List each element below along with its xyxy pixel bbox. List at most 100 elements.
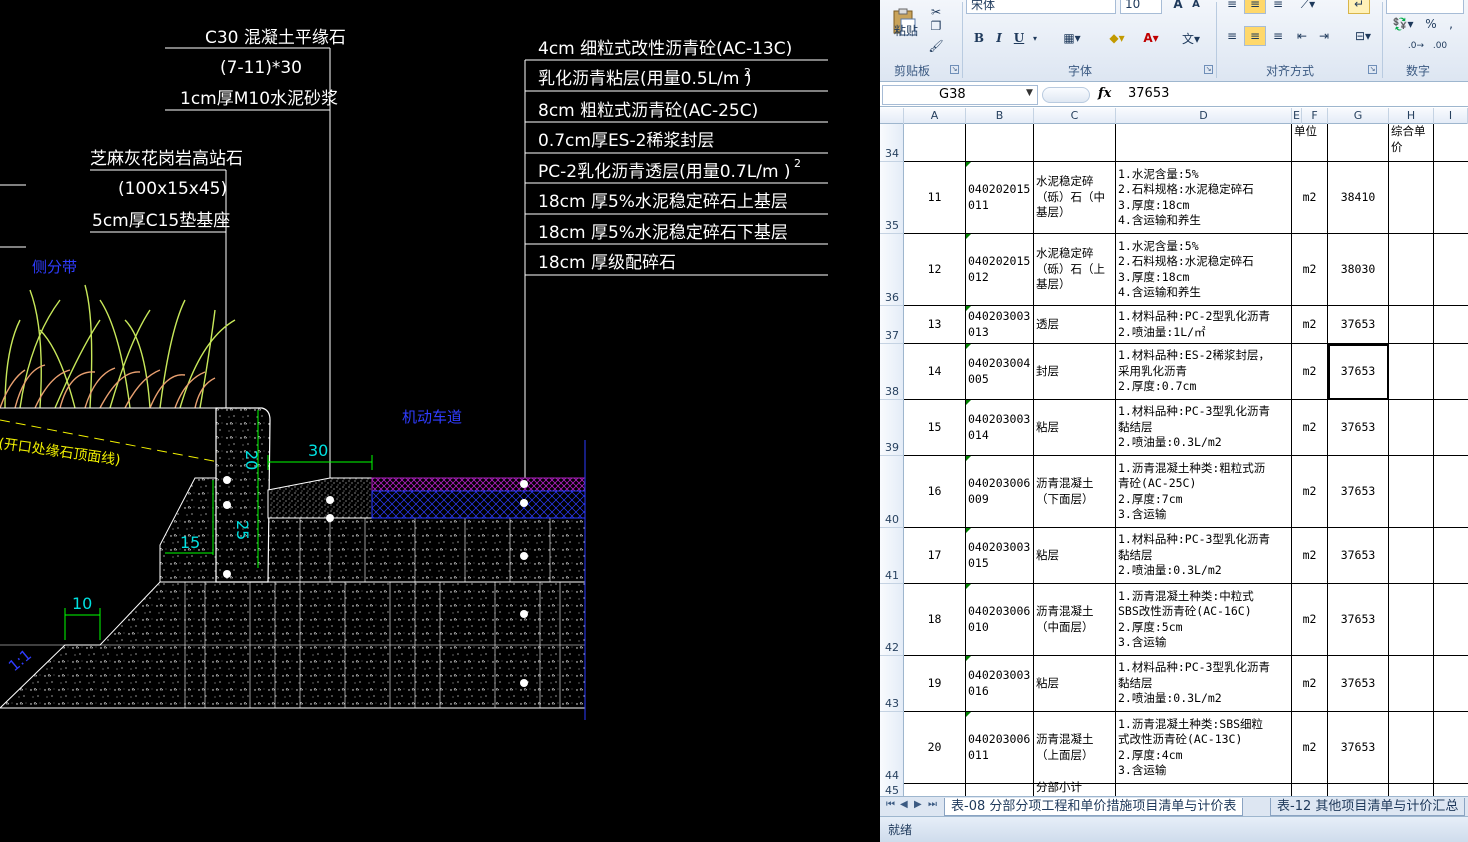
cell[interactable] <box>1389 234 1434 306</box>
cell-g[interactable]: 37653 <box>1328 400 1389 456</box>
cell-c[interactable]: 沥青混凝土 （中面层） <box>1034 584 1116 656</box>
cell-g[interactable]: 37653 <box>1328 456 1389 528</box>
cell-d[interactable]: 1.水泥含量:5% 2.石料规格:水泥稳定碎石 3.厚度:18cm 4.含运输和… <box>1116 162 1292 234</box>
cut-icon[interactable]: ✂ <box>930 5 942 19</box>
cell[interactable] <box>1389 528 1434 584</box>
row-header[interactable]: 44 <box>880 712 904 784</box>
cell-b[interactable]: 040203006 009 <box>966 456 1034 528</box>
cell-b[interactable]: 040203004 005 <box>966 344 1034 400</box>
cell-b[interactable]: 040203006 011 <box>966 712 1034 784</box>
row-header[interactable]: 39 <box>880 400 904 456</box>
cell-e[interactable]: m2 <box>1292 162 1328 234</box>
cell[interactable] <box>1389 306 1434 344</box>
cell[interactable] <box>1328 124 1389 162</box>
cell-c[interactable]: 封层 <box>1034 344 1116 400</box>
cell-b[interactable]: 040203003 016 <box>966 656 1034 712</box>
underline-button[interactable]: U <box>1013 31 1025 45</box>
underline-dropdown-icon[interactable]: ▾ <box>1032 33 1037 43</box>
decrease-indent-icon[interactable]: ⇤ <box>1296 29 1308 43</box>
row-header[interactable]: 35 <box>880 162 904 234</box>
cell-e[interactable]: m2 <box>1292 234 1328 306</box>
first-sheet-icon[interactable]: ⏮ <box>886 799 895 810</box>
row-header[interactable]: 34 <box>880 124 904 162</box>
last-sheet-icon[interactable]: ⏭ <box>928 799 937 810</box>
font-launcher-icon[interactable]: ↘ <box>1204 65 1213 74</box>
cell[interactable] <box>1389 712 1434 784</box>
formula-input[interactable]: 37653 <box>1128 86 1170 101</box>
shrink-font-icon[interactable]: A <box>1192 0 1200 10</box>
row-header[interactable]: 37 <box>880 306 904 344</box>
cell[interactable] <box>1389 456 1434 528</box>
cell-e[interactable]: m2 <box>1292 306 1328 344</box>
cell-e[interactable]: m2 <box>1292 344 1328 400</box>
row-header[interactable]: 42 <box>880 584 904 656</box>
cell[interactable] <box>1389 162 1434 234</box>
cell-a[interactable]: 16 <box>904 456 966 528</box>
align-center-icon[interactable]: ≡ <box>1244 26 1266 46</box>
cell-e[interactable]: m2 <box>1292 400 1328 456</box>
cell-g[interactable]: 37653 <box>1328 584 1389 656</box>
cell-g[interactable]: 38030 <box>1328 234 1389 306</box>
currency-icon[interactable]: 💱▾ <box>1392 17 1414 31</box>
number-format-select[interactable] <box>1386 0 1464 14</box>
font-size-select[interactable]: 10 <box>1120 0 1162 14</box>
fill-color-icon[interactable]: ◆▾ <box>1109 31 1125 45</box>
cell[interactable] <box>1434 779 1468 796</box>
cell-c[interactable]: 粘层 <box>1034 656 1116 712</box>
align-right-icon[interactable]: ≡ <box>1272 29 1284 43</box>
cell[interactable] <box>904 779 966 796</box>
align-middle-icon[interactable]: ≡ <box>1244 0 1266 14</box>
merge-center-icon[interactable]: ⊟▾ <box>1354 29 1372 43</box>
cell-e[interactable]: m2 <box>1292 656 1328 712</box>
cell[interactable] <box>1328 779 1389 796</box>
cell-a[interactable]: 11 <box>904 162 966 234</box>
cad-drawing-canvas[interactable]: C30 混凝土平缘石 (7-11)*30 1cm厚M10水泥砂浆 芝麻灰花岗岩高… <box>0 0 880 842</box>
cell[interactable] <box>1434 344 1468 400</box>
cell-g[interactable]: 37653 <box>1328 712 1389 784</box>
cell-b[interactable]: 040203003 015 <box>966 528 1034 584</box>
subtotal-cell[interactable]: 分部小计 <box>1034 779 1116 796</box>
paste-icon[interactable] <box>884 4 924 40</box>
column-header-b[interactable]: B <box>966 108 1034 124</box>
unit-header-cell[interactable]: 单位 <box>1292 124 1328 162</box>
name-box-dropdown-icon[interactable]: ▼ <box>1026 88 1033 98</box>
select-all-corner[interactable] <box>880 108 904 124</box>
cell[interactable] <box>1389 779 1434 796</box>
cell-d[interactable]: 1.材料品种:PC-3型乳化沥青 黏结层 2.喷油量:0.3L/m2 <box>1116 528 1292 584</box>
column-header-f[interactable]: F <box>1302 108 1328 124</box>
row-header[interactable]: 43 <box>880 656 904 712</box>
font-color-icon[interactable]: A▾ <box>1143 31 1159 45</box>
row-header[interactable]: 38 <box>880 344 904 400</box>
sheet-tab[interactable]: 表-12 其他项目清单与计价汇总 <box>1270 798 1466 816</box>
cell[interactable] <box>1434 584 1468 656</box>
cell-e[interactable]: m2 <box>1292 712 1328 784</box>
increase-indent-icon[interactable]: ⇥ <box>1318 29 1330 43</box>
wrap-text-icon[interactable]: ↵ <box>1348 0 1370 14</box>
cell-a[interactable]: 12 <box>904 234 966 306</box>
column-header-d[interactable]: D <box>1116 108 1292 124</box>
borders-icon[interactable]: ▦▾ <box>1063 31 1081 45</box>
cell-a[interactable]: 20 <box>904 712 966 784</box>
cell[interactable] <box>1389 584 1434 656</box>
sheet-tab-active[interactable]: 表-08 分部分项工程和单价措施项目清单与计价表 <box>944 798 1244 816</box>
font-name-select[interactable]: 宋体 <box>966 0 1116 14</box>
cell-c[interactable]: 沥青混凝土 （下面层） <box>1034 456 1116 528</box>
alignment-launcher-icon[interactable]: ↘ <box>1368 65 1377 74</box>
cell[interactable] <box>1434 162 1468 234</box>
decrease-decimal-icon[interactable]: .00 <box>1432 41 1448 51</box>
clipboard-launcher-icon[interactable]: ↘ <box>950 65 959 74</box>
column-header-a[interactable]: A <box>904 108 966 124</box>
row-header[interactable]: 40 <box>880 456 904 528</box>
align-left-icon[interactable]: ≡ <box>1226 29 1238 43</box>
cell-d[interactable]: 1.水泥含量:5% 2.石料规格:水泥稳定碎石 3.厚度:18cm 4.含运输和… <box>1116 234 1292 306</box>
cell-c[interactable]: 水泥稳定碎 （砾）石（上 基层） <box>1034 234 1116 306</box>
cell-d[interactable]: 1.材料品种:PC-3型乳化沥青 黏结层 2.喷油量:0.3L/m2 <box>1116 656 1292 712</box>
cell-d[interactable]: 1.材料品种:ES-2稀浆封层， 采用乳化沥青 2.厚度:0.7cm <box>1116 344 1292 400</box>
insert-function-button[interactable]: fx <box>1098 86 1112 101</box>
cell-b[interactable]: 040202015 012 <box>966 234 1034 306</box>
row-header[interactable]: 41 <box>880 528 904 584</box>
cell-d[interactable]: 1.材料品种:PC-2型乳化沥青 2.喷油量:1L/㎡ <box>1116 306 1292 344</box>
cell[interactable] <box>1434 306 1468 344</box>
cell[interactable] <box>1434 456 1468 528</box>
bold-button[interactable]: B <box>973 31 985 45</box>
